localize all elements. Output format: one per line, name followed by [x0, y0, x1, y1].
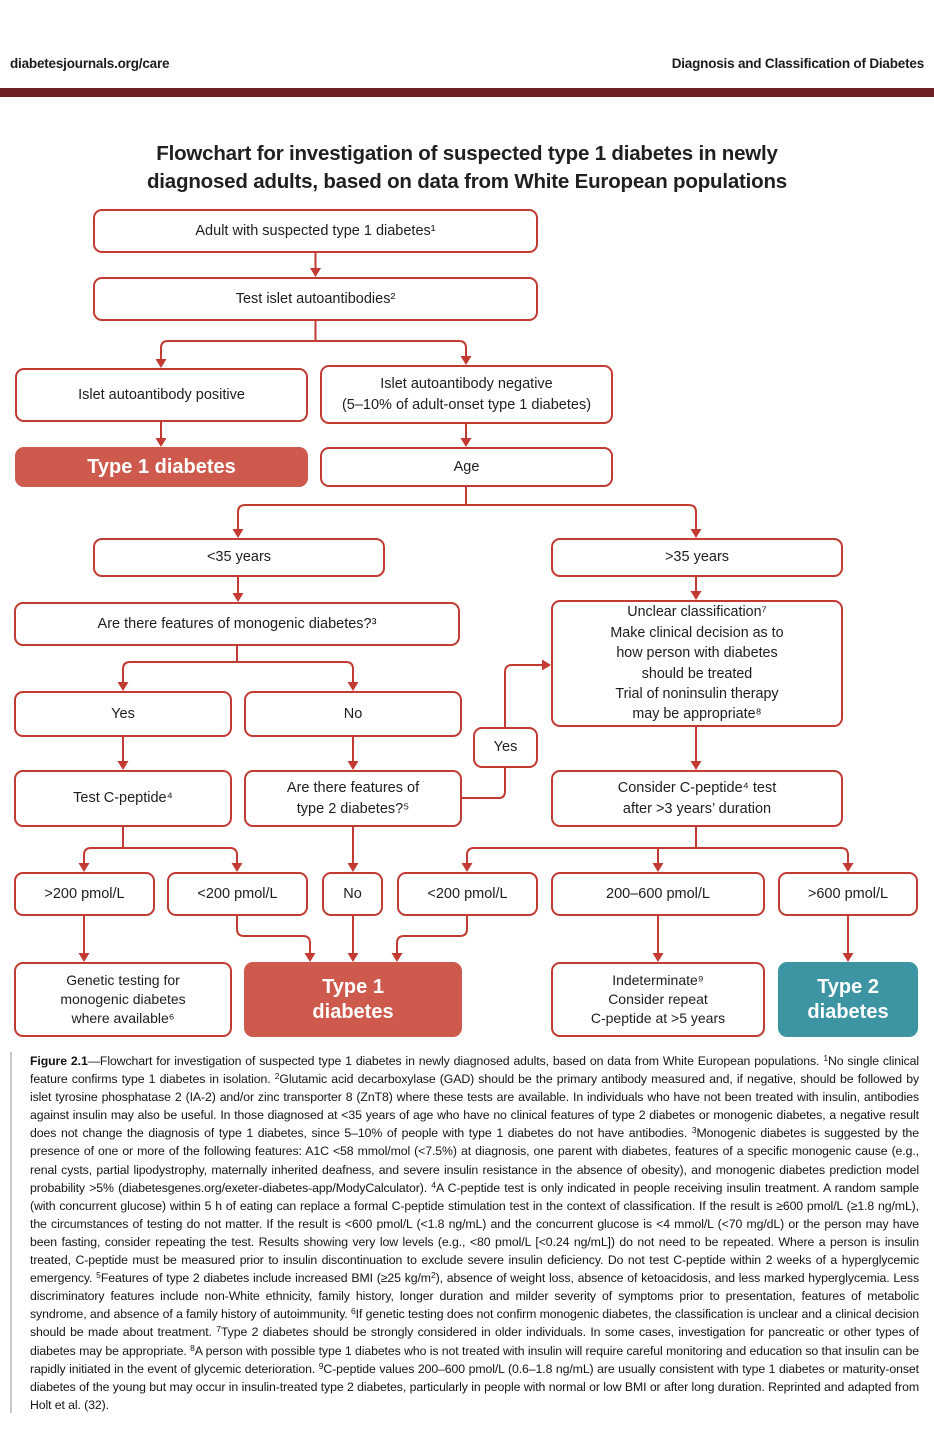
- flow-box-200-600: 200–600 pmol/L: [551, 872, 765, 916]
- figure-title: Flowchart for investigation of suspected…: [146, 142, 788, 193]
- flow-box-consider-c-peptide: Consider C-peptide⁴ test after >3 years’…: [551, 770, 843, 827]
- flow-box-under-35: <35 years: [93, 538, 385, 577]
- flow-box-no-small: No: [322, 872, 383, 916]
- flow-box-gt-200: >200 pmol/L: [14, 872, 155, 916]
- journal-url: diabetesjournals.org/care: [10, 56, 170, 71]
- flow-box-test-c-peptide: Test C-peptide⁴: [14, 770, 232, 827]
- flow-box-islet-positive: Islet autoantibody positive: [15, 368, 308, 422]
- figure-caption: Figure 2.1—Flowchart for investigation o…: [30, 1053, 920, 1412]
- flow-box-yes-connector: Yes: [473, 727, 538, 768]
- flow-box-over-35: >35 years: [551, 538, 843, 577]
- flow-box-lt-200-right: <200 pmol/L: [397, 872, 538, 916]
- flow-box-adult-suspected: Adult with suspected type 1 diabetes¹: [93, 209, 538, 253]
- flow-box-type1-diabetes-final: Type 1 diabetes: [244, 962, 462, 1037]
- flow-box-type2-features: Are there features of type 2 diabetes?⁵: [244, 770, 462, 827]
- flow-box-islet-negative: Islet autoantibody negative (5–10% of ad…: [320, 365, 613, 424]
- flow-box-genetic-testing: Genetic testing for monogenic diabetes w…: [14, 962, 232, 1037]
- header-rule: [0, 88, 934, 97]
- flow-box-unclear-classification: Unclear classification⁷ Make clinical de…: [551, 600, 843, 727]
- running-head: Diagnosis and Classification of Diabetes: [671, 56, 925, 71]
- caption-left-rule: [10, 1052, 12, 1413]
- flow-box-test-islet-autoantibodies: Test islet autoantibodies²: [93, 277, 538, 321]
- flowchart-connectors: [78, 253, 854, 962]
- flow-box-monogenic-features: Are there features of monogenic diabetes…: [14, 602, 460, 646]
- flow-box-gt-600: >600 pmol/L: [778, 872, 918, 916]
- flow-box-age: Age: [320, 447, 613, 487]
- flow-box-type1-diabetes: Type 1 diabetes: [15, 447, 308, 487]
- flow-box-yes: Yes: [14, 691, 232, 737]
- flow-box-type2-diabetes-final: Type 2 diabetes: [778, 962, 918, 1037]
- flow-box-indeterminate: Indeterminate⁹ Consider repeat C-peptide…: [551, 962, 765, 1037]
- arrowheads: [78, 268, 854, 962]
- flow-box-lt-200-left: <200 pmol/L: [167, 872, 308, 916]
- flow-box-no: No: [244, 691, 462, 737]
